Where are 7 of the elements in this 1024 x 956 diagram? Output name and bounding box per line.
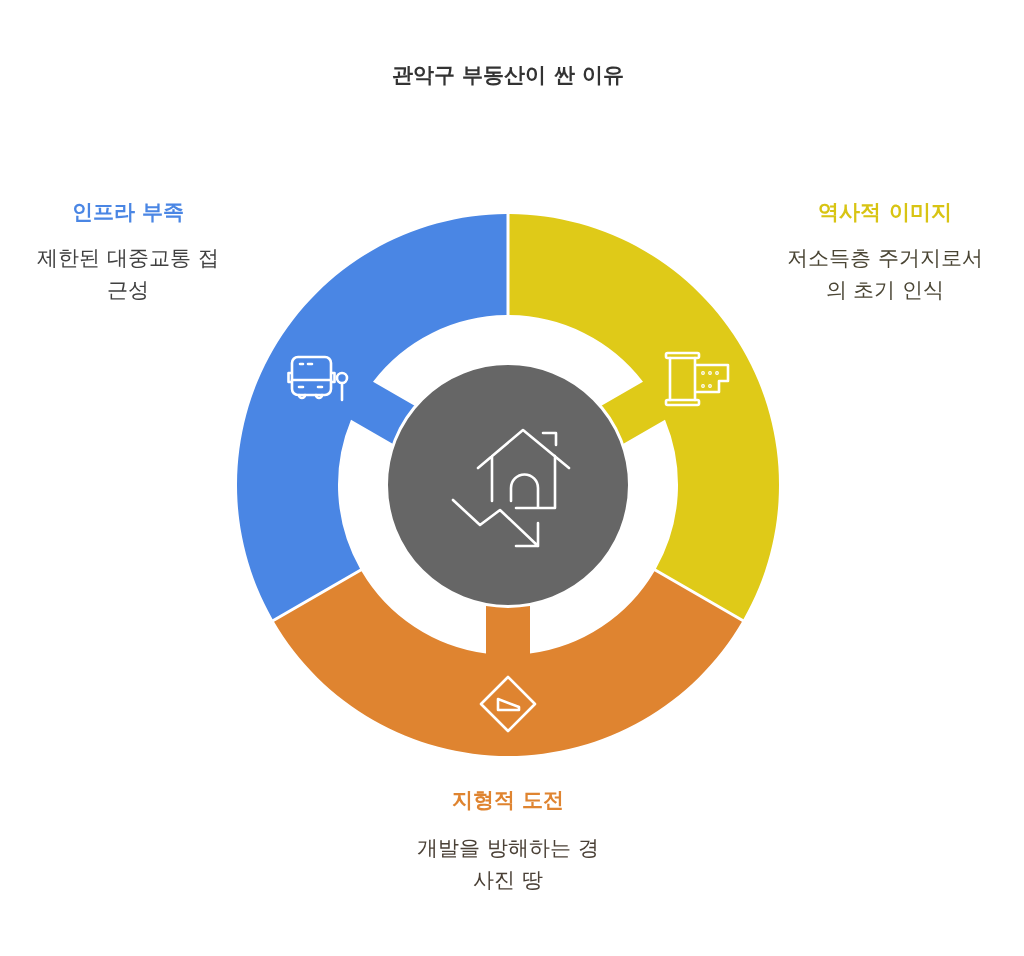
heading: 역사적 이미지 xyxy=(818,199,952,226)
description: 개발을 방해하는 경사진 땅 xyxy=(416,835,600,894)
heading: 지형적 도전 xyxy=(451,787,565,814)
heading: 인프라 부족 xyxy=(71,199,185,226)
description: 저소득층 주거지로서의 초기 인식 xyxy=(786,245,984,304)
description: 제한된 대중교통 접근성 xyxy=(36,245,220,304)
title: 관악구 부동산이 싼 이유 xyxy=(392,62,624,89)
